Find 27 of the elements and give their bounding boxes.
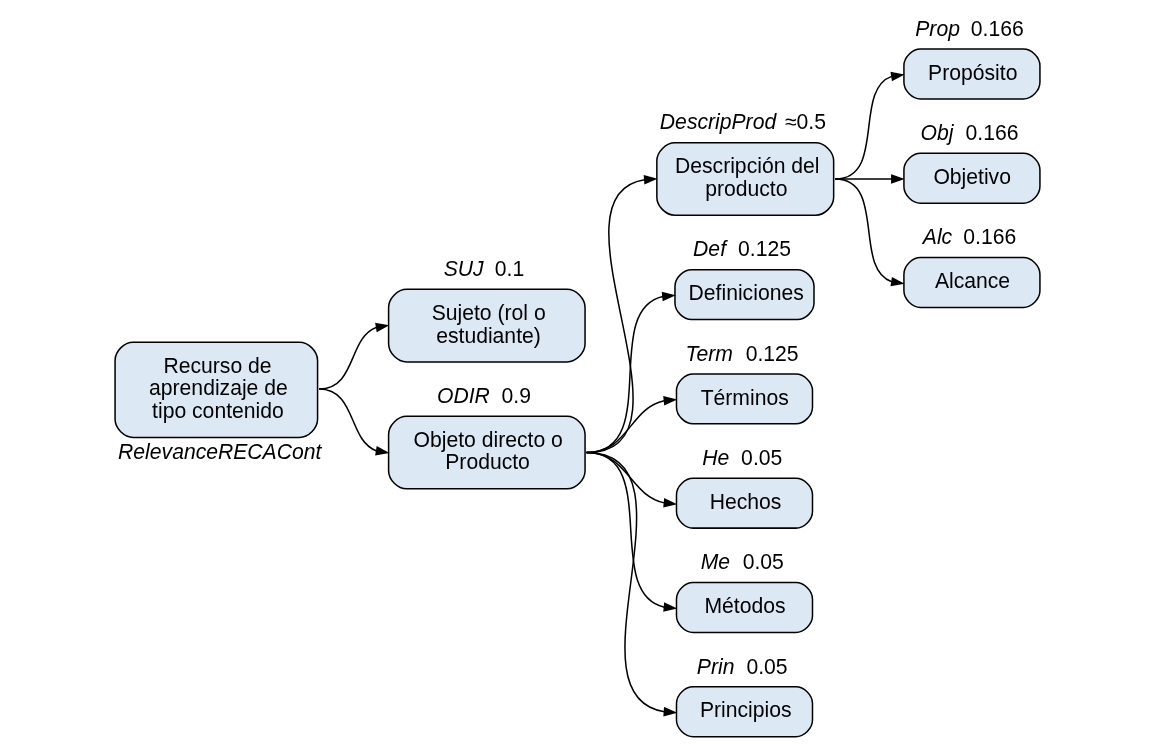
- node-label: Obj: [920, 121, 954, 145]
- node-label: RelevanceRECACont: [118, 439, 322, 463]
- node-label: 0.125: [745, 341, 799, 365]
- node-label: ODIR: [436, 383, 490, 407]
- node-label: Alc: [922, 225, 953, 249]
- node-label: 0.05: [742, 550, 784, 574]
- node-label: DescripProd: [659, 110, 777, 134]
- node-label: 0.166: [970, 16, 1024, 40]
- node-label: Prop: [915, 16, 960, 40]
- node-label: 0.1: [494, 257, 525, 281]
- node-label: 0.05: [746, 654, 788, 678]
- node-label: Prin: [696, 654, 735, 678]
- node-label: Def: [693, 237, 727, 261]
- node-label: He: [702, 445, 730, 469]
- node-label: 0.166: [963, 225, 1017, 249]
- node-label: Me: [700, 550, 731, 574]
- arrow: [834, 178, 905, 287]
- node-label: 0.9: [501, 383, 531, 407]
- node-label: 0.166: [965, 121, 1019, 145]
- node-label: ≈0.5: [784, 110, 826, 134]
- arrow: [318, 322, 390, 390]
- node-label: 0.125: [738, 237, 792, 261]
- node-label: SUJ: [443, 257, 484, 281]
- arrow: [318, 388, 390, 456]
- node-label: Term: [685, 341, 733, 365]
- node-label: 0.05: [741, 445, 783, 469]
- arrow: [585, 451, 678, 717]
